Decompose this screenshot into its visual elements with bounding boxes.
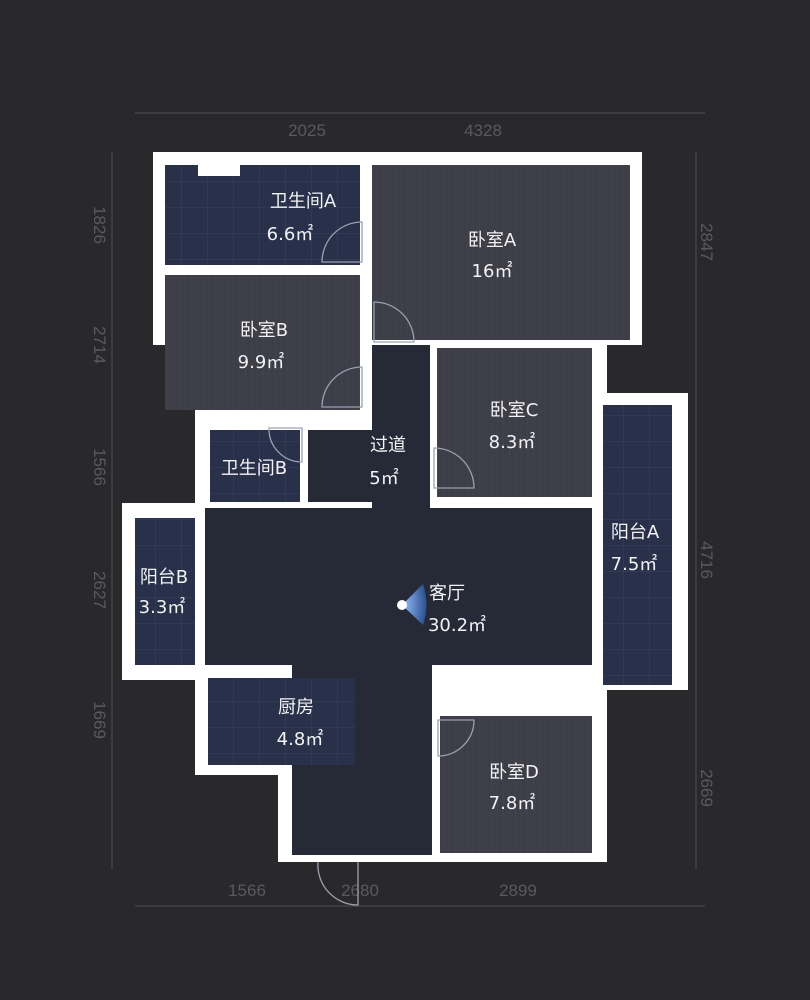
room-area: 7.8㎡ bbox=[489, 792, 536, 814]
dim-left-2: 2714 bbox=[90, 326, 109, 364]
room-name: 客厅 bbox=[429, 583, 465, 604]
room-area: 3.3㎡ bbox=[139, 596, 186, 618]
room-corridor[interactable] bbox=[372, 345, 430, 508]
dim-left-3: 1566 bbox=[90, 448, 109, 486]
dim-left-4: 2627 bbox=[90, 571, 109, 609]
dim-bottom-3: 2899 bbox=[499, 881, 537, 900]
view-direction-icon[interactable] bbox=[397, 584, 427, 625]
room-bedroom-a[interactable] bbox=[372, 165, 630, 340]
room-area: 6.6㎡ bbox=[267, 223, 314, 245]
door-bathroom-b[interactable] bbox=[268, 427, 303, 463]
room-area: 7.5㎡ bbox=[611, 553, 658, 575]
room-bedroom-b[interactable] bbox=[165, 275, 360, 410]
room-area: 9.9㎡ bbox=[238, 351, 285, 373]
room-name: 卧室D bbox=[489, 762, 539, 783]
room-name: 卫生间B bbox=[221, 458, 287, 479]
dimension-labels: 2025 4328 1566 2680 2899 1826 2714 1566 … bbox=[90, 121, 716, 900]
door-bedroom-b[interactable] bbox=[321, 366, 363, 408]
room-name: 卫生间A bbox=[270, 191, 337, 212]
dim-top-2: 4328 bbox=[464, 121, 502, 140]
room-area: 8.3㎡ bbox=[489, 431, 536, 453]
room-balcony-b[interactable] bbox=[135, 518, 195, 665]
dim-right-2: 4716 bbox=[697, 541, 716, 579]
dim-right-3: 2669 bbox=[697, 769, 716, 807]
door-entrance[interactable] bbox=[317, 861, 359, 906]
dim-bottom-2: 2680 bbox=[341, 881, 379, 900]
room-living[interactable] bbox=[205, 508, 592, 665]
room-name: 卧室B bbox=[240, 320, 288, 341]
door-bathroom-a[interactable] bbox=[321, 221, 363, 263]
room-name: 卧室A bbox=[468, 230, 517, 251]
room-name: 阳台B bbox=[140, 567, 188, 588]
room-name: 阳台A bbox=[611, 522, 660, 543]
room-area: 5㎡ bbox=[369, 467, 398, 489]
room-area: 4.8㎡ bbox=[277, 728, 324, 750]
room-name: 厨房 bbox=[278, 697, 314, 718]
room-bedroom-d[interactable] bbox=[440, 716, 592, 853]
door-bedroom-c[interactable] bbox=[433, 447, 475, 489]
doors bbox=[268, 221, 475, 906]
door-bedroom-a[interactable] bbox=[373, 301, 415, 343]
dimension-lines bbox=[111, 112, 705, 907]
room-name: 过道 bbox=[370, 435, 406, 456]
dim-right-1: 2847 bbox=[697, 223, 716, 261]
room-kitchen[interactable] bbox=[208, 678, 355, 765]
room-bathroom-b[interactable] bbox=[210, 430, 300, 502]
dim-bottom-1: 1566 bbox=[228, 881, 266, 900]
door-bedroom-d[interactable] bbox=[437, 719, 475, 757]
rooms bbox=[135, 158, 672, 855]
dim-left-5: 1669 bbox=[90, 701, 109, 739]
room-name: 卧室C bbox=[490, 400, 539, 421]
room-bathroom-a[interactable] bbox=[165, 165, 360, 265]
dim-top-1: 2025 bbox=[288, 121, 326, 140]
room-balcony-a[interactable] bbox=[603, 405, 672, 685]
dim-left-1: 1826 bbox=[90, 206, 109, 244]
room-labels: 卫生间A 6.6㎡ 卧室A 16㎡ 卧室B 9.9㎡ 卧室C 8.3㎡ 过道 5… bbox=[139, 191, 660, 814]
room-area: 30.2㎡ bbox=[428, 614, 486, 636]
room-bedroom-c[interactable] bbox=[437, 348, 592, 497]
room-area: 16㎡ bbox=[472, 260, 513, 282]
